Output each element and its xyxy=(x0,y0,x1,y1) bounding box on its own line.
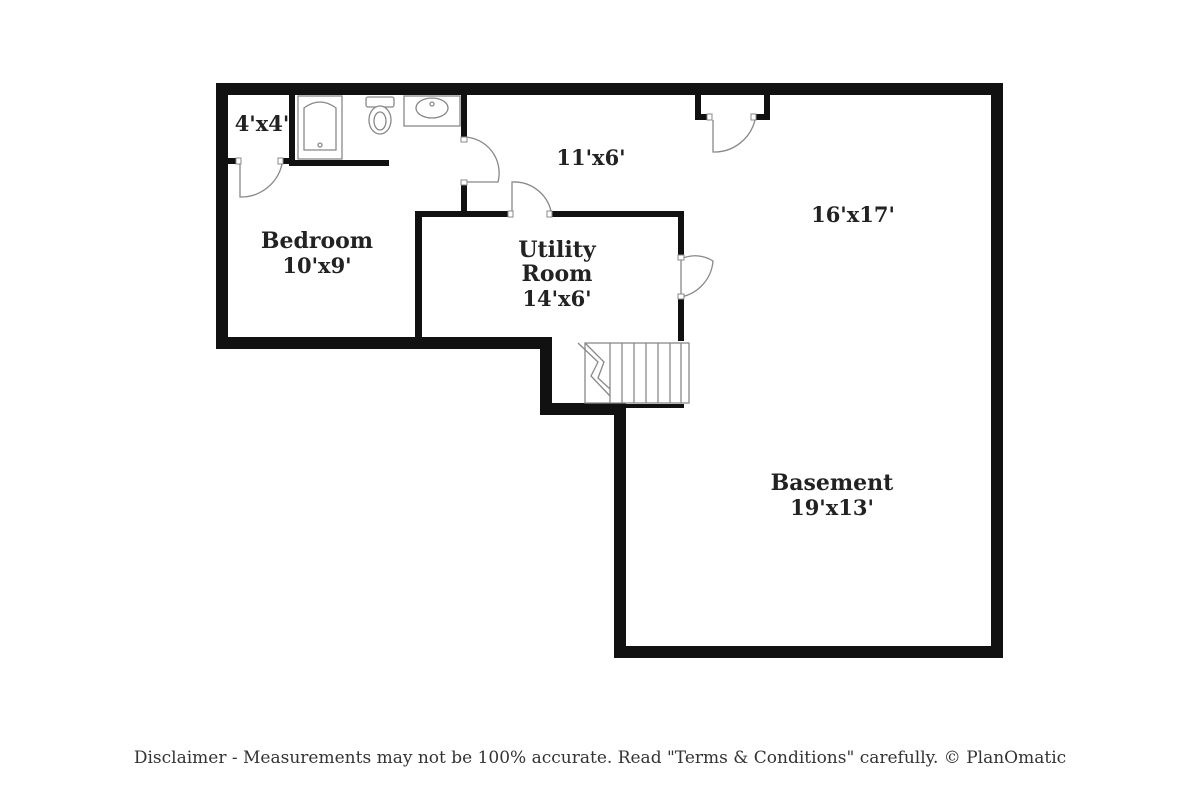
wall-bath-right-upper xyxy=(461,95,467,137)
wall-bath-bottom xyxy=(289,160,389,166)
wall-closet-right xyxy=(289,95,295,163)
wall-bath-right-lower xyxy=(461,184,467,214)
wall-right xyxy=(991,83,1003,658)
door-utility-top xyxy=(511,181,552,212)
wall-utility-right-lower xyxy=(678,297,684,341)
hall-dims: 11'x6' xyxy=(556,145,625,170)
door-top-closet xyxy=(712,119,756,153)
wall-top-closet-right xyxy=(764,95,770,119)
basement-name: Basement xyxy=(771,470,895,496)
doors xyxy=(239,119,756,298)
wall-stair-left xyxy=(540,337,552,415)
door-jambs xyxy=(235,113,757,300)
bedroom-name: Bedroom xyxy=(261,228,373,254)
wall-top-closet-bottom-b xyxy=(755,114,770,120)
wall-closet-bottom xyxy=(228,158,236,164)
wall-closet-bottom-b xyxy=(282,158,295,164)
closet-dims: 4'x4' xyxy=(235,111,290,136)
interior-walls xyxy=(228,95,770,341)
wall-top-closet-left xyxy=(695,95,701,119)
wall-left xyxy=(216,83,228,348)
wall-utility-right-upper xyxy=(678,211,684,259)
family-dims: 16'x17' xyxy=(811,202,895,227)
disclaimer-text: Disclaimer - Measurements may not be 100… xyxy=(133,748,1067,768)
staircase xyxy=(577,342,690,408)
wall-basement-left xyxy=(614,405,626,658)
utility-name-line1: Utility xyxy=(518,237,597,263)
utility-dims: 14'x6' xyxy=(522,286,591,311)
exterior-walls xyxy=(216,83,1003,658)
wall-utility-top-a xyxy=(415,211,513,217)
door-bath xyxy=(463,136,500,183)
wall-top xyxy=(216,83,1003,95)
wall-utility-top-b xyxy=(551,211,683,217)
basement-dims: 19'x13' xyxy=(790,495,874,520)
bath-fixtures xyxy=(297,95,461,160)
wall-basement-bottom xyxy=(614,646,1003,658)
wall-bedroom-utility xyxy=(415,211,422,341)
room-labels: 4'x4' 11'x6' 16'x17' Bedroom 10'x9' Util… xyxy=(235,111,895,520)
utility-name-line2: Room xyxy=(522,261,593,287)
door-utility-right xyxy=(680,255,714,298)
wall-stair-bottom xyxy=(540,403,626,415)
wall-bottom-left xyxy=(216,337,552,349)
wall-top-closet-bottom xyxy=(695,114,707,120)
door-closet xyxy=(239,163,283,198)
bedroom-dims: 10'x9' xyxy=(282,253,351,278)
